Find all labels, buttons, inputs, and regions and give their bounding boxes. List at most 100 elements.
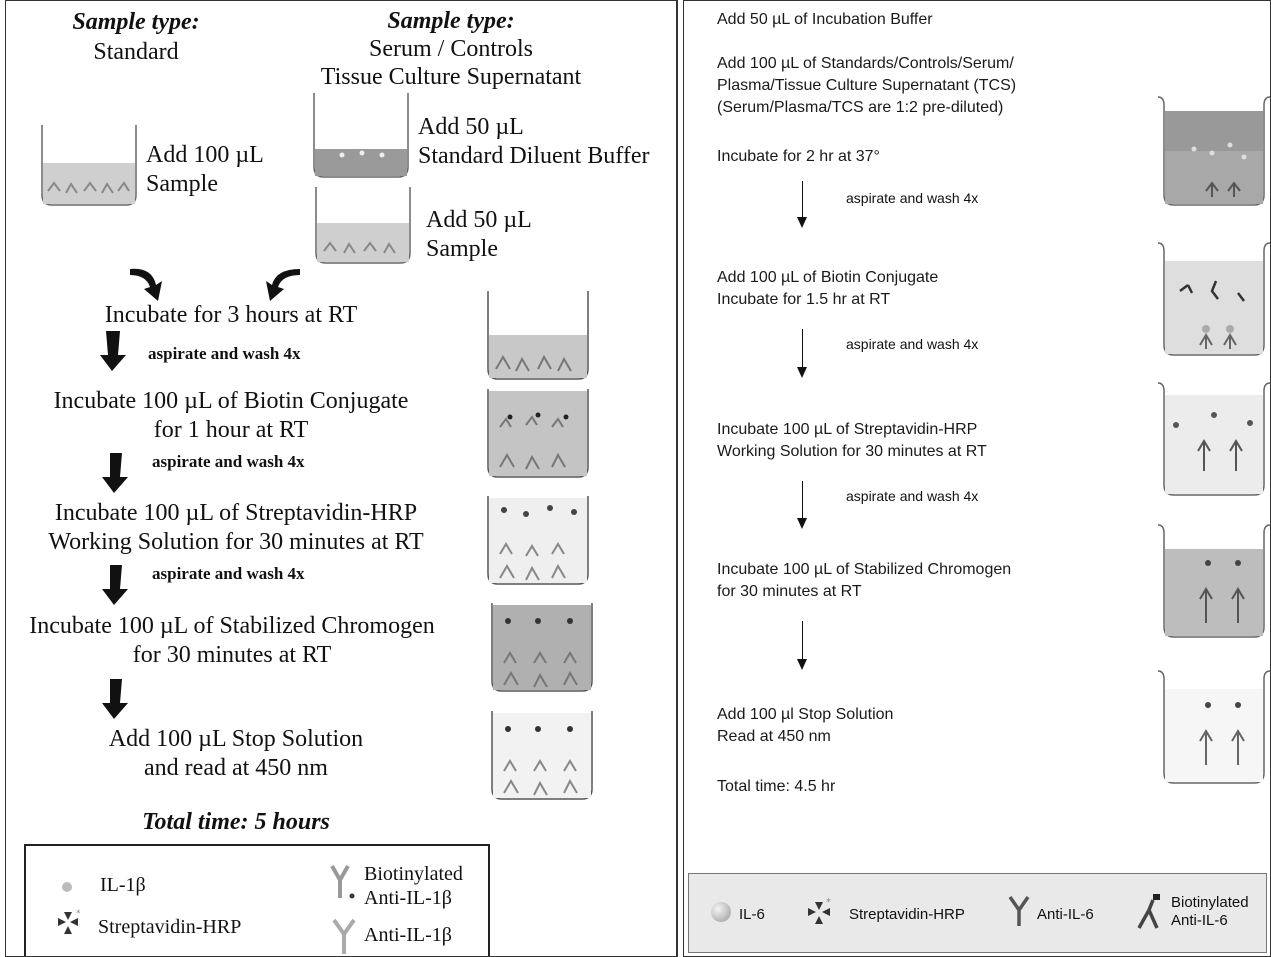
left-legend: IL-1β * Streptavidin-HRP Biotinylated An… (24, 844, 490, 956)
svg-text:*: * (76, 909, 81, 919)
anti-antibody-icon (332, 918, 356, 954)
left-protocol-panel: Sample type: Standard Sample type: Serum… (5, 0, 678, 957)
left-step-stop-line1: Add 100 µL Stop Solution (108, 726, 364, 752)
legend-biotinylated-line1: Biotinylated (364, 863, 463, 885)
merge-arrow-right-icon (266, 269, 300, 301)
legend-anti-label: Anti-IL-6 (1037, 906, 1094, 923)
left-well-incubate (487, 291, 589, 380)
left-step-stop: Add 100 µL Stop Solution and read at 450… (6, 725, 466, 783)
standard-header: Sample type: Standard (36, 7, 236, 67)
right-step-add-standards-line1: Add 100 µL of Standards/Controls/Serum/ (717, 55, 1014, 72)
right-arrow-1-line (802, 181, 803, 217)
streptavidin-hrp-icon: * (808, 897, 831, 924)
legend-biotinylated-line2: Anti-IL-6 (1171, 912, 1228, 929)
serum-header-type-2: Tissue Culture Supernatant (320, 64, 582, 90)
right-step-chromogen-line2: for 30 minutes at RT (717, 583, 862, 600)
add-50-buffer-line2: Standard Diluent Buffer (418, 143, 650, 169)
right-step-add-standards-line3: (Serum/Plasma/TCS are 1:2 pre-diluted) (717, 99, 1004, 116)
down-arrow-2-icon (102, 453, 128, 493)
down-arrow-4-icon (102, 679, 128, 719)
right-arrow-2-icon (797, 367, 807, 378)
diluent-buffer-well (313, 93, 409, 178)
add-100-sample-text: Add 100 µL Sample (146, 141, 264, 199)
left-step-biotin-line2: for 1 hour at RT (153, 417, 309, 443)
add-50-sample-line1: Add 50 µL (426, 207, 532, 233)
right-step-add-standards: Add 100 µL of Standards/Controls/Serum/ … (717, 53, 1016, 119)
left-step-biotin: Incubate 100 µL of Biotin Conjugate for … (6, 387, 456, 445)
biotinylated-antibody-icon (330, 865, 355, 899)
legend-strep-label: Streptavidin-HRP (849, 906, 965, 923)
down-arrow-1-icon (100, 331, 126, 371)
add-50-sample-text: Add 50 µL Sample (426, 206, 532, 264)
right-well-strep (1157, 382, 1270, 496)
legend-il1b-label: IL-1β (100, 874, 146, 896)
add-50-buffer-line1: Add 50 µL (418, 114, 524, 140)
left-well-biotin (487, 389, 589, 478)
left-wash-3: aspirate and wash 4x (152, 564, 305, 583)
legend-biotinylated-line2: Anti-IL-1β (364, 887, 452, 909)
right-step-stop: Add 100 µl Stop Solution Read at 450 nm (717, 704, 893, 748)
left-wash-1: aspirate and wash 4x (148, 344, 301, 363)
left-wash-2: aspirate and wash 4x (152, 452, 305, 471)
right-step-biotin-line1: Add 100 µL of Biotin Conjugate (717, 269, 939, 286)
right-arrow-3-line (802, 481, 803, 518)
add-50-sample-line2: Sample (426, 236, 498, 262)
legend-biotinylated-line1: Biotinylated (1171, 894, 1249, 911)
right-wash-2: aspirate and wash 4x (846, 336, 979, 352)
left-step-chromogen: Incubate 100 µL of Stabilized Chromogen … (6, 612, 466, 670)
right-arrow-4-line (802, 621, 803, 659)
right-step-strep-line1: Incubate 100 µL of Streptavidin-HRP (717, 421, 978, 438)
right-arrow-2-line (802, 329, 803, 367)
left-step-biotin-line1: Incubate 100 µL of Biotin Conjugate (53, 388, 409, 414)
left-step-strep-line1: Incubate 100 µL of Streptavidin-HRP (54, 500, 418, 526)
right-step-add-standards-line2: Plasma/Tissue Culture Supernatant (TCS) (717, 77, 1017, 94)
legend-anti-label: Anti-IL-1β (364, 924, 452, 946)
serum-sample-well (315, 187, 411, 264)
legend-strep-label: Streptavidin-HRP (98, 916, 242, 938)
right-protocol-panel: Add 50 µL of Incubation Buffer Add 100 µ… (683, 0, 1271, 957)
right-step-stop-line2: Read at 450 nm (717, 728, 831, 745)
add-100-sample-line1: Add 100 µL (146, 142, 264, 168)
right-step-add-buffer: Add 50 µL of Incubation Buffer (717, 11, 933, 28)
add-100-sample-line2: Sample (146, 171, 218, 197)
right-well-chromogen (1157, 524, 1270, 638)
anti-il6-antibody-icon (1008, 896, 1030, 926)
serum-header-title: Sample type: (387, 8, 515, 34)
right-total-time: Total time: 4.5 hr (717, 778, 836, 795)
right-step-strep-line2: Working Solution for 30 minutes at RT (717, 443, 987, 460)
standard-header-type: Standard (93, 39, 179, 65)
right-arrow-4-icon (797, 659, 807, 670)
standard-header-title: Sample type: (72, 9, 200, 35)
right-step-biotin-line2: Incubate for 1.5 hr at RT (717, 291, 891, 308)
merge-arrow-left-icon (130, 268, 162, 301)
left-step-incubate-3h: Incubate for 3 hours at RT (104, 302, 358, 328)
right-well-stop (1157, 670, 1270, 784)
right-wash-1: aspirate and wash 4x (846, 190, 979, 206)
biotinylated-antibody-icon (1137, 894, 1160, 929)
right-legend: IL-6 * Streptavidin-HRP Anti-IL-6 Biotin… (688, 873, 1267, 953)
legend-biotinylated-label: Biotinylated Anti-IL-6 (1171, 894, 1249, 930)
right-wash-3: aspirate and wash 4x (846, 488, 979, 504)
left-step-chromogen-line2: for 30 minutes at RT (132, 642, 332, 668)
left-well-chromogen (491, 603, 593, 692)
legend-il6-label: IL-6 (739, 906, 765, 923)
right-step-incubate-2hr: Incubate for 2 hr at 37° (717, 148, 880, 165)
right-arrow-3-icon (797, 518, 807, 529)
left-well-strep (487, 496, 589, 585)
svg-text:*: * (826, 897, 831, 908)
standard-sample-well (41, 125, 137, 206)
add-50-buffer-text: Add 50 µL Standard Diluent Buffer (418, 113, 650, 171)
left-step-strep: Incubate 100 µL of Streptavidin-HRP Work… (6, 499, 466, 557)
down-arrow-3-icon (102, 565, 128, 605)
right-step-stop-line1: Add 100 µl Stop Solution (717, 706, 894, 723)
left-step-stop-line2: and read at 450 nm (144, 755, 328, 781)
right-step-biotin: Add 100 µL of Biotin Conjugate Incubate … (717, 267, 938, 311)
left-total-time: Total time: 5 hours (142, 809, 330, 835)
streptavidin-hrp-icon: * (58, 909, 81, 934)
right-step-chromogen-line1: Incubate 100 µL of Stabilized Chromogen (717, 561, 1012, 578)
left-step-strep-line2: Working Solution for 30 minutes at RT (48, 529, 424, 555)
right-step-strep: Incubate 100 µL of Streptavidin-HRP Work… (717, 419, 987, 463)
il6-dot-icon (711, 902, 731, 922)
right-well-standards (1157, 96, 1270, 206)
right-step-chromogen: Incubate 100 µL of Stabilized Chromogen … (717, 559, 1011, 603)
